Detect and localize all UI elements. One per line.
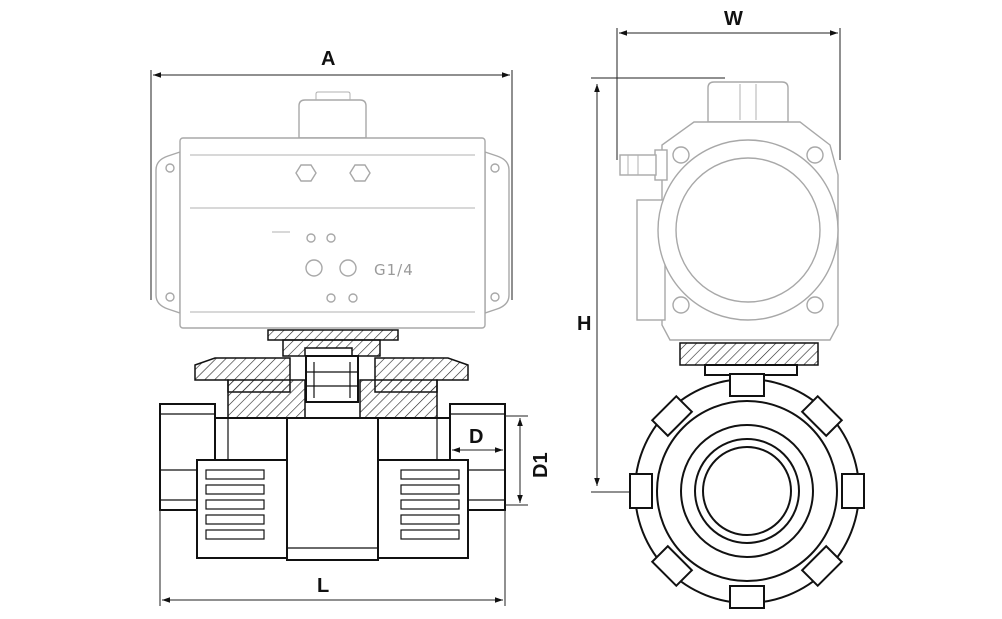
valve-body (159, 355, 506, 561)
dimension-label-w: W (724, 8, 743, 30)
dimension-label-h: H (577, 313, 591, 335)
dimension-w: W (616, 8, 841, 160)
dimension-l: L (159, 510, 506, 606)
dimension-h: H (577, 77, 745, 493)
dimension-label-l: L (317, 575, 329, 597)
side-view: W H (577, 8, 865, 609)
union-end-view (629, 373, 865, 609)
dimension-d1: D1 (505, 415, 552, 506)
dimension-label-d1: D1 (530, 452, 552, 478)
dimension-label-d: D (469, 426, 483, 448)
union-nut-ribs-right (400, 469, 460, 540)
dimension-a: A (150, 48, 513, 300)
bracket-side (679, 342, 819, 376)
union-teeth (629, 373, 865, 609)
mounting-bracket (267, 329, 399, 357)
actuator-side (619, 81, 839, 341)
dimension-d: D (452, 426, 503, 453)
front-view: A (150, 48, 552, 606)
port-label: G1/4 (374, 261, 414, 279)
union-nut-ribs-left (205, 469, 265, 540)
dimension-label-a: A (321, 48, 335, 70)
pneumatic-actuator: G1/4 (155, 91, 510, 329)
